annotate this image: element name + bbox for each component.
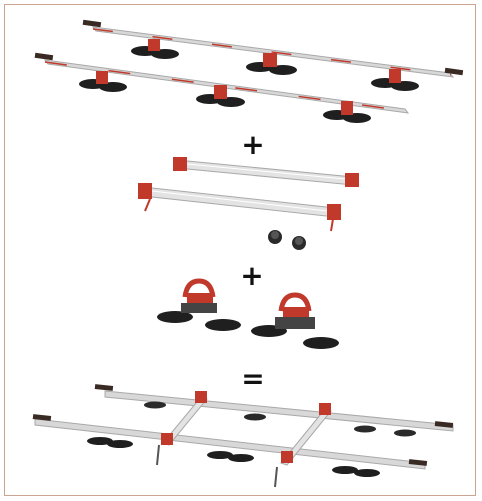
suction-cup-group <box>371 69 419 91</box>
plus-sign: + <box>240 259 264 292</box>
equals-sign: = <box>241 362 265 395</box>
product-illustration-frame: + + = <box>4 4 476 496</box>
short-rail-top <box>173 157 359 187</box>
assembled-lifting-frame <box>32 384 454 488</box>
suction-cup-group <box>246 53 297 75</box>
suction-lifter-left <box>157 278 241 331</box>
suction-lifter-right <box>251 292 339 349</box>
long-rail-bottom <box>34 52 410 123</box>
illustration-canvas <box>32 19 464 488</box>
long-rail-top <box>82 19 464 91</box>
knob-pair <box>268 230 306 250</box>
short-rail-bottom <box>138 183 341 232</box>
plus-sign: + <box>241 128 265 161</box>
suction-cup-group <box>79 71 127 92</box>
suction-cup-group <box>323 101 371 123</box>
suction-cup-group <box>131 39 179 59</box>
suction-cup-group <box>196 85 245 107</box>
